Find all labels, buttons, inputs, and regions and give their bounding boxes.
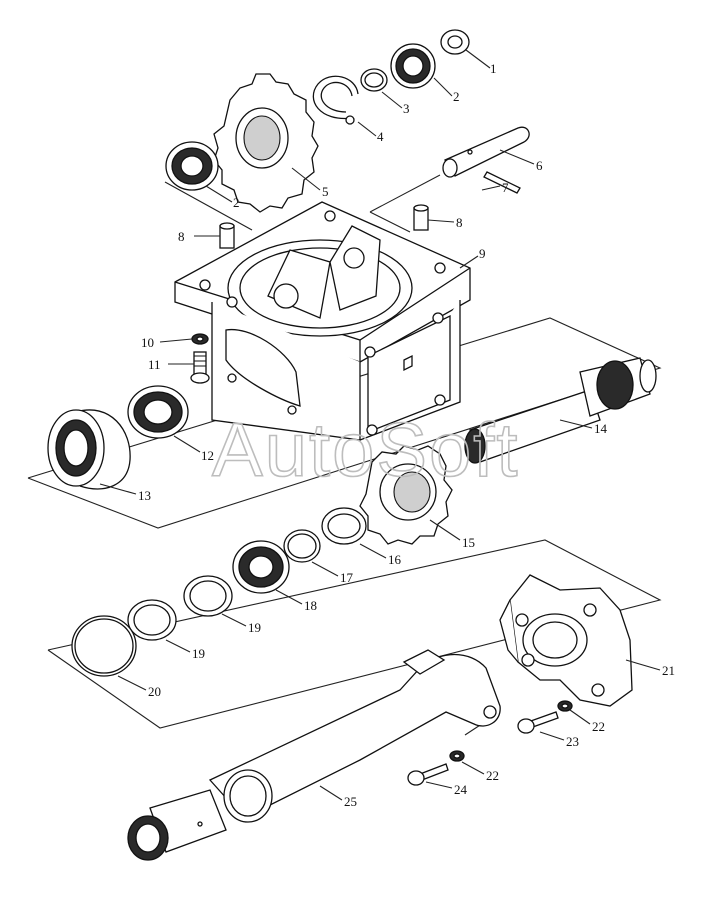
- part-1-washer: [440, 29, 470, 55]
- leader-lines: [99, 49, 661, 801]
- part-13-coupling: [47, 409, 131, 490]
- part-24-bolt: [407, 763, 449, 786]
- callout-6: 6: [536, 158, 543, 173]
- callout-19b: 19: [192, 646, 205, 661]
- part-7-pin: [483, 171, 521, 194]
- callout-13: 13: [138, 488, 151, 503]
- callout-3: 3: [403, 101, 410, 116]
- part-25-tube: [127, 649, 501, 861]
- part-11-bolt: [190, 351, 210, 384]
- part-2-bearing-left: [165, 141, 219, 191]
- part-20-o-ring: [71, 615, 137, 677]
- callout-4: 4: [377, 129, 384, 144]
- callout-22a: 22: [592, 719, 605, 734]
- callout-8a: 8: [178, 229, 185, 244]
- callout-17: 17: [340, 570, 354, 585]
- part-4-snap-ring: [312, 75, 359, 125]
- callout-9: 9: [479, 246, 486, 261]
- part-8-dowel-left: [219, 222, 235, 249]
- callout-19a: 19: [248, 620, 261, 635]
- part-23-bolt: [517, 711, 559, 734]
- part-2-bearing-upper: [390, 43, 436, 89]
- part-8-dowel-right: [413, 204, 429, 231]
- callout-2a: 2: [453, 89, 460, 104]
- part-18-bearing: [232, 540, 290, 594]
- part-3-ring: [360, 68, 388, 92]
- callout-20: 20: [148, 684, 161, 699]
- part-14-spline-shaft: [464, 357, 657, 464]
- callout-labels: 1 2 3 4 5 2 6 7 8 8 9 10 11 12 13 14 15 …: [138, 61, 675, 809]
- callout-24: 24: [454, 782, 468, 797]
- callout-21: 21: [662, 663, 675, 678]
- callout-8b: 8: [456, 215, 463, 230]
- part-19-ring-right: [183, 575, 233, 617]
- callout-25: 25: [344, 794, 357, 809]
- callout-11: 11: [148, 357, 161, 372]
- part-16-ring: [321, 507, 367, 545]
- part-21-flange-housing: [499, 574, 633, 707]
- callout-10: 10: [141, 335, 154, 350]
- part-22-washer-lower: [449, 750, 465, 762]
- part-10-washer: [191, 333, 209, 345]
- part-12-bearing: [127, 385, 189, 439]
- callout-23: 23: [566, 734, 579, 749]
- callout-16: 16: [388, 552, 402, 567]
- part-22-washer-upper: [557, 700, 573, 712]
- part-9-housing: [174, 201, 471, 441]
- part-17-ring: [283, 529, 321, 563]
- callout-2b: 2: [233, 195, 240, 210]
- callout-22b: 22: [486, 768, 499, 783]
- callout-18: 18: [304, 598, 317, 613]
- callout-5: 5: [322, 184, 329, 199]
- callout-14: 14: [594, 421, 608, 436]
- callout-15: 15: [462, 535, 475, 550]
- watermark-text: AutoSoft: [212, 408, 520, 493]
- callout-7: 7: [502, 180, 509, 195]
- callout-1: 1: [490, 61, 497, 76]
- part-6-shaft: [442, 126, 530, 178]
- part-5-gear: [213, 73, 319, 213]
- callout-12: 12: [201, 448, 214, 463]
- part-15-gear: [359, 445, 453, 545]
- part-19-ring-left: [127, 599, 177, 641]
